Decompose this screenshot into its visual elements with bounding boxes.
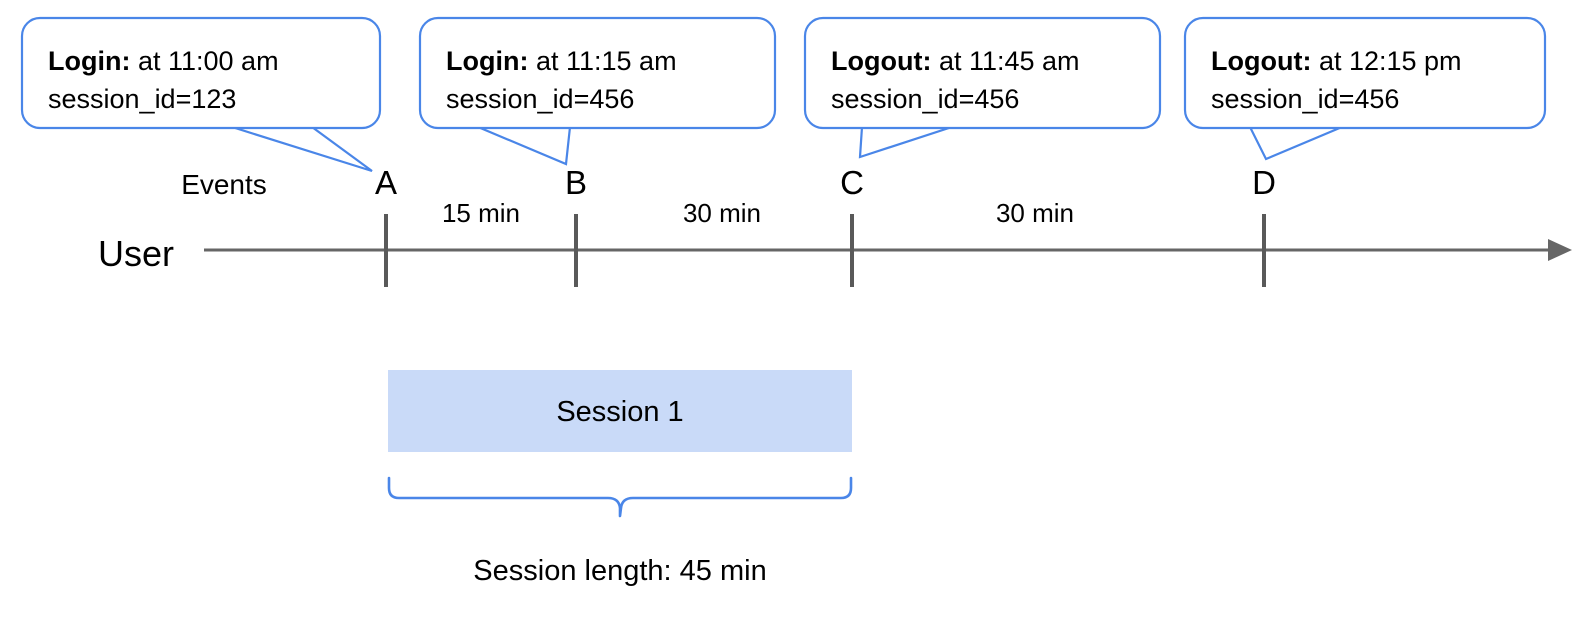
session-bar-rect: [388, 370, 852, 452]
event-marker-a: A: [375, 164, 397, 287]
callout-b-line2: session_id=456: [446, 84, 634, 114]
callout-d-lead: Logout:: [1211, 46, 1311, 76]
event-marker-d: D: [1252, 164, 1276, 287]
callout-a-box: [20, 16, 382, 130]
callout-d-time: at 12:15 pm: [1311, 46, 1461, 76]
session-length-caption: Session length: 45 min: [473, 555, 766, 587]
callout-c-line2: session_id=456: [831, 84, 1019, 114]
callout-c-line1: Logout: at 11:45 am: [831, 46, 1080, 76]
callout-b-line1: Login: at 11:15 am: [446, 46, 677, 76]
callout-d-line2: session_id=456: [1211, 84, 1399, 114]
callout-c-box: [803, 16, 1162, 130]
callout-a-line2: session_id=123: [48, 84, 236, 114]
interval-label-c-d: 30 min: [996, 198, 1074, 228]
callout-a-tail: [231, 125, 373, 173]
session-bar-label: Session 1: [556, 396, 683, 428]
callout-a-lead: Login:: [48, 46, 130, 76]
event-marker-c: C: [840, 164, 864, 287]
session-span-brace: [387, 476, 853, 518]
callout-a-time: at 11:00 am: [130, 46, 278, 76]
row-label-events: Events: [181, 169, 267, 200]
timeline-axis: [204, 239, 1572, 261]
callout-a: Login: at 11:00 am session_id=123: [20, 16, 382, 173]
callout-c: Logout: at 11:45 am session_id=456: [803, 16, 1162, 159]
callout-c-lead: Logout:: [831, 46, 931, 76]
callout-d-line1: Logout: at 12:15 pm: [1211, 46, 1462, 76]
callout-b-time: at 11:15 am: [528, 46, 676, 76]
callout-b-lead: Login:: [446, 46, 528, 76]
callout-d-box: [1183, 16, 1547, 130]
session-bar: Session 1: [388, 370, 852, 452]
event-letter-b: B: [565, 164, 587, 201]
event-letter-c: C: [840, 164, 864, 201]
row-label-user: User: [98, 233, 174, 274]
axis-arrow-head: [1548, 239, 1572, 261]
interval-label-a-b: 15 min: [442, 198, 520, 228]
callout-b: Login: at 11:15 am session_id=456: [418, 16, 777, 166]
event-letter-a: A: [375, 164, 397, 201]
callout-c-tail: [858, 125, 953, 159]
callout-a-line1: Login: at 11:00 am: [48, 46, 279, 76]
callout-d: Logout: at 12:15 pm session_id=456: [1183, 16, 1547, 161]
callout-b-tail: [477, 125, 572, 166]
event-letter-d: D: [1252, 164, 1276, 201]
callout-d-tail: [1248, 125, 1343, 161]
interval-label-b-c: 30 min: [683, 198, 761, 228]
event-marker-b: B: [565, 164, 587, 287]
callout-c-time: at 11:45 am: [931, 46, 1079, 76]
callout-b-box: [418, 16, 777, 130]
